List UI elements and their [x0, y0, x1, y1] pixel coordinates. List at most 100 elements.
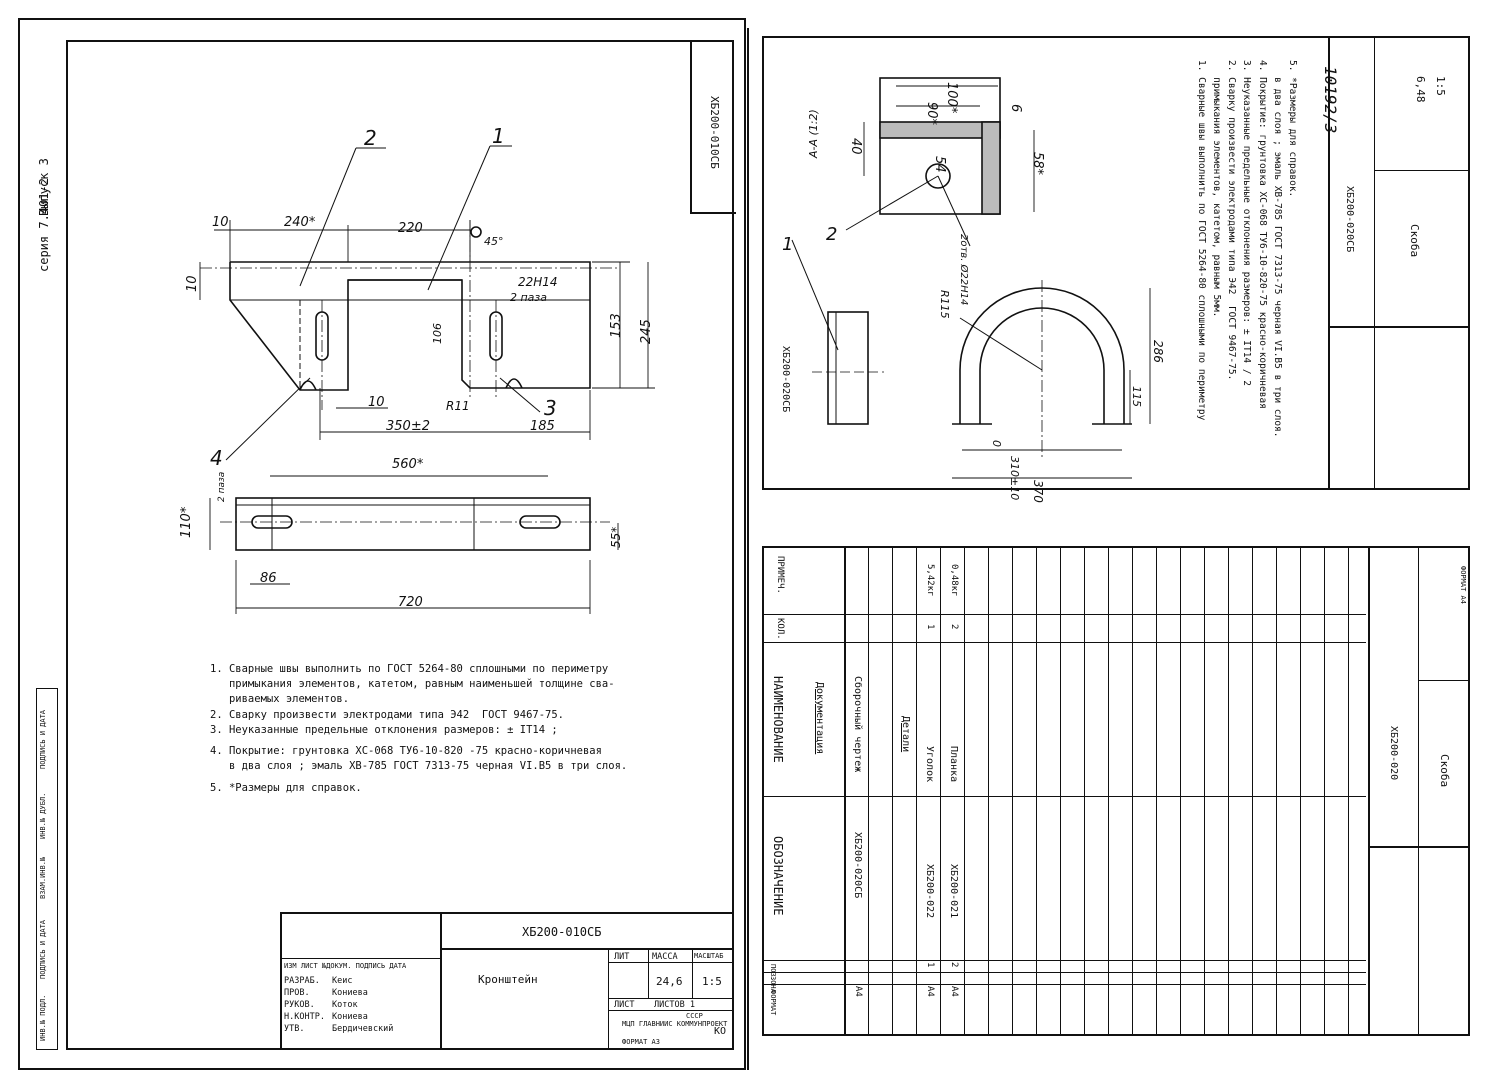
spec-row-line — [1132, 546, 1133, 1036]
spec-table: ФОРМАТ ЗОНА ПОЗ. ОБОЗНАЧЕНИЕ НАИМЕНОВАНИ… — [762, 546, 1368, 1036]
tb-role: ПРОВ. — [284, 988, 310, 998]
spec-row-line — [1324, 546, 1325, 1036]
tb-header-cols: ИЗМ ЛИСТ №ДОКУМ. ПОДПИСЬ ДАТА — [284, 962, 407, 970]
tb-grid-col — [440, 914, 442, 1050]
left-title-block: ХБ200-010СБ Кронштейн ЛИТ МАССА МАСШТАБ … — [280, 912, 734, 1050]
rt-dim-r115: R115 — [938, 290, 951, 319]
spec-col-line — [762, 796, 1366, 797]
spec-row-line — [940, 546, 941, 1036]
leader-line — [845, 175, 939, 231]
leader-line — [427, 145, 491, 291]
rt-tb-grid — [1330, 326, 1468, 328]
tb-mass: 24,6 — [656, 975, 683, 988]
dim-22h14: 22Н14 — [518, 275, 558, 289]
tb-person: Кониева — [332, 1012, 368, 1022]
note-line: 1. Сварные швы выполнить по ГОСТ 5264-80… — [1195, 60, 1207, 421]
section-title: А-А (1:2) — [807, 109, 820, 158]
callout-1: 1 — [492, 124, 505, 148]
spec-row-code: ХБ200-022 — [924, 864, 935, 919]
rib-arc — [505, 378, 523, 389]
left-sheet-frame — [18, 18, 746, 1070]
spec-row-name: Детали — [900, 716, 911, 753]
spec-row-code: ХБ200-020СБ — [852, 832, 863, 899]
spec-row-line — [916, 546, 917, 1036]
spec-header-band — [762, 546, 846, 1036]
spec-col-line — [762, 972, 1366, 973]
dim-560: 560* — [392, 457, 424, 472]
spec-row-note: 0,48кг — [949, 564, 959, 597]
spec-row-fmt: А4 — [949, 986, 959, 997]
spec-row-qty: 2 — [949, 624, 959, 630]
spec-header: КОЛ. — [775, 618, 785, 640]
spec-row-line — [892, 546, 893, 1036]
spec-row-line — [1252, 546, 1253, 1036]
spec-row-line — [1036, 546, 1037, 1036]
spec-row-line — [1180, 546, 1181, 1036]
spec-row-line — [988, 546, 989, 1036]
spec-row-line — [1300, 546, 1301, 1036]
spec-row-line — [1156, 546, 1157, 1036]
spec-row-line — [1108, 546, 1109, 1036]
dim-slots: 2 паза — [510, 291, 548, 304]
rt-notes: 5. *Размеры для справок. в два слоя ; эм… — [1194, 60, 1300, 438]
spec-row-name: Сборочный чертеж — [852, 676, 863, 773]
dim-185: 185 — [530, 419, 555, 434]
tb-grid-row — [608, 1010, 734, 1011]
note-line: примыкания элементов, катетом, равным на… — [210, 678, 615, 691]
spec-row-name: Планка — [948, 746, 959, 783]
tb-person: Кеис — [332, 976, 353, 986]
spec-row-line — [1012, 546, 1013, 1036]
rt-tb-scale: 1:5 — [1434, 76, 1447, 96]
dim-110: 110* — [179, 506, 194, 538]
tb-org: МЦП ГЛАВНИИС КОММУНПРОЕКТ — [622, 1020, 728, 1028]
tb-grid-row — [440, 948, 734, 950]
tb-grid-col — [608, 948, 609, 1050]
dim-45: 45° — [484, 235, 504, 248]
callout-3: 3 — [544, 396, 557, 420]
rt-dim-58: 58* — [1030, 152, 1045, 176]
spec-row-line — [1348, 546, 1349, 1036]
dim-153: 153 — [609, 313, 624, 338]
rt-dim-286: 286 — [1151, 340, 1165, 363]
spec-row-pos: 1 — [925, 962, 935, 968]
spec-row-qty: 1 — [925, 624, 935, 630]
rt-dim-90: 90* — [924, 102, 939, 126]
spec-col-line — [762, 642, 1366, 643]
note-line: 2. Сварку произвести электродами типа Э4… — [1226, 60, 1238, 381]
tb-name: Кронштейн — [478, 973, 538, 986]
dim-220: 220 — [398, 221, 423, 236]
dim-350: 350±2 — [386, 419, 430, 434]
dim-10a: 10 — [212, 215, 229, 230]
spec-row-note: 5,42кг — [925, 564, 935, 597]
spec-header: ПРИМЕЧ. — [775, 556, 785, 594]
spec-col-line — [762, 960, 1366, 961]
tb-grid-row — [282, 958, 440, 959]
note-line: 4. Покрытие: грунтовка ХС-068 ТУ6-10-820… — [1256, 60, 1268, 409]
note-line: 5. *Размеры для справок. — [1287, 60, 1298, 198]
note-line: 3. Неуказанные предельные отклонения раз… — [1241, 60, 1253, 387]
spec-header: ОБОЗНАЧЕНИЕ — [771, 836, 785, 916]
rt-dim-310: 310±10 — [1008, 456, 1021, 501]
note-line: в два слоя ; эмаль ХВ-785 ГОСТ 7313-75 ч… — [1271, 60, 1283, 438]
dim-720: 720 — [398, 595, 423, 610]
tb-person: Кониева — [332, 988, 368, 998]
rt-tb-mass: 6,48 — [1414, 76, 1427, 103]
tb-head-mass: МАССА — [652, 952, 678, 962]
rb-tb-name: Скоба — [1438, 754, 1451, 788]
rt-title-block: ХБ200-020СБ Скоба 6,48 1:5 — [1328, 36, 1468, 490]
dim-slots2: 2 паза — [217, 471, 227, 502]
spec-row-code: ХБ200-021 — [948, 864, 959, 919]
corner-code-box: ХБ200-010СБ — [690, 40, 736, 214]
leader-line — [499, 377, 541, 413]
dim-245: 245 — [639, 319, 654, 344]
hole-top — [470, 226, 482, 238]
note-line: в два слоя ; эмаль ХВ-785 ГОСТ 7313-75 ч… — [210, 760, 628, 773]
leader-line — [791, 239, 839, 351]
dim-r11: R11 — [446, 399, 470, 413]
spec-row-name: Уголок — [924, 746, 935, 783]
spec-header: ПОЗ. — [769, 964, 777, 981]
left-side-strip: ИНВ.№ ПОДЛ. ПОДПИСЬ И ДАТА ВЗАМ.ИНВ.№ ИН… — [36, 688, 58, 1050]
leader-line — [959, 317, 1043, 371]
rt-dim-6: 6 — [1008, 104, 1023, 113]
